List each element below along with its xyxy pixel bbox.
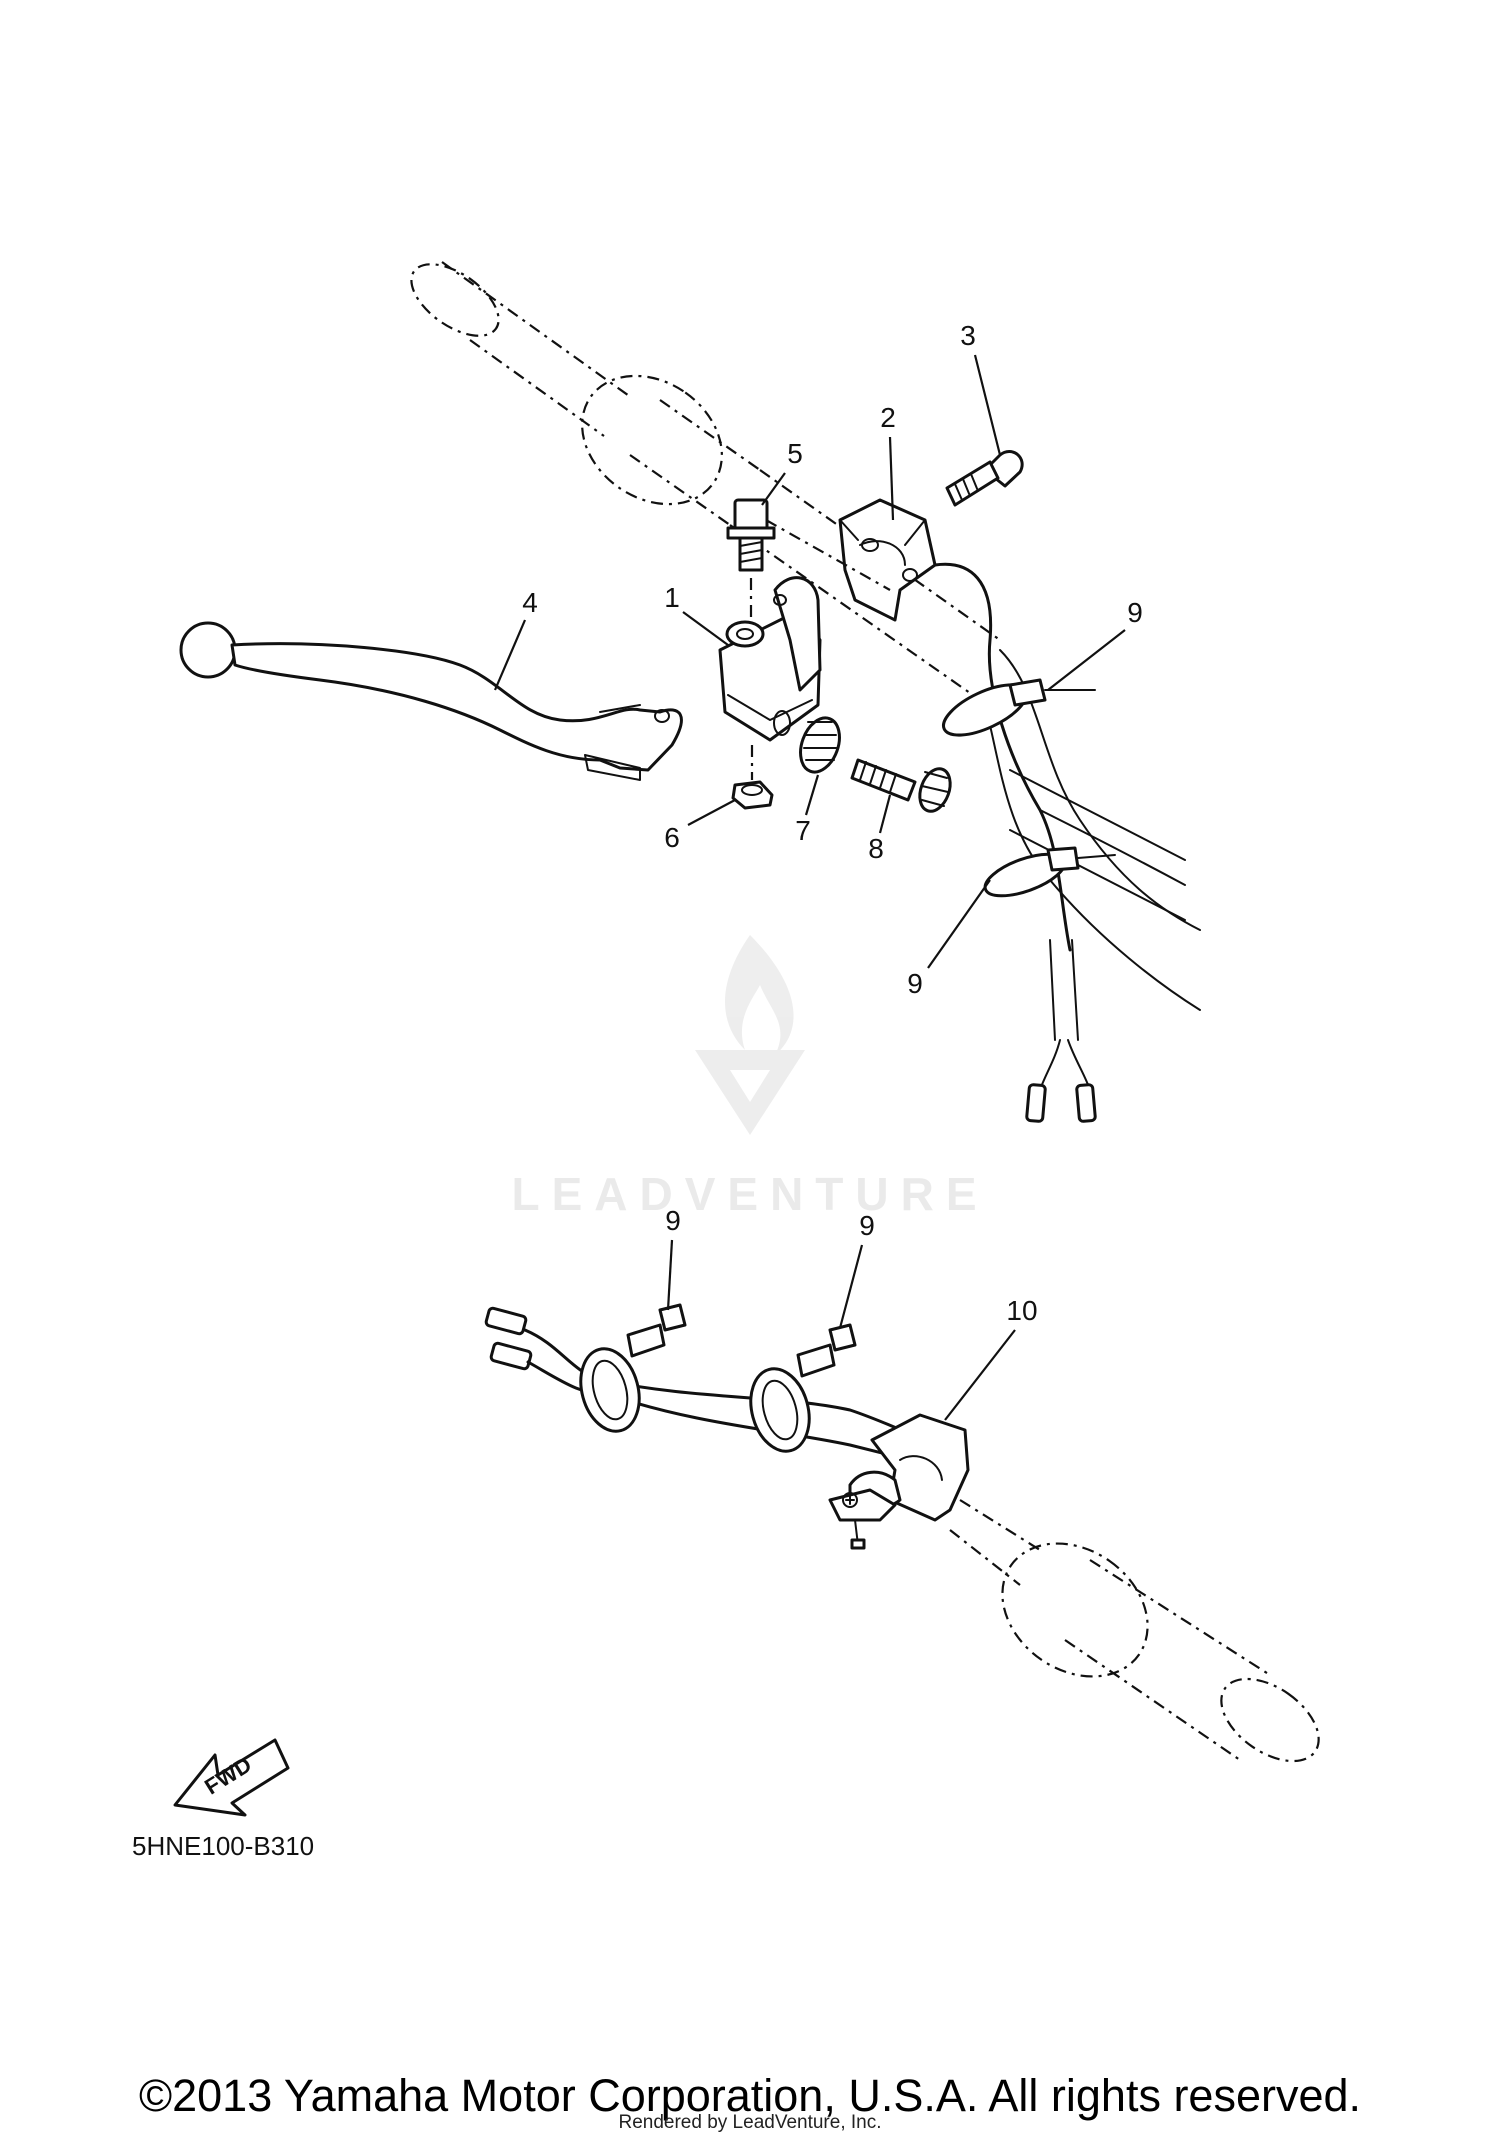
copyright-notice: ©2013 Yamaha Motor Corporation, U.S.A. A… bbox=[138, 2070, 1362, 2121]
callout-9-a: 9 bbox=[1047, 597, 1143, 691]
adjuster-bolt bbox=[850, 758, 952, 813]
cable-tie-upper-2 bbox=[983, 846, 1116, 898]
callout-label-6: 6 bbox=[664, 822, 680, 853]
diagram-code: 5HNE100-B310 bbox=[132, 1831, 315, 1861]
leadventure-watermark: LEADVENTURE bbox=[511, 935, 988, 1220]
callout-label-8: 8 bbox=[868, 833, 884, 864]
perch-clamp bbox=[718, 576, 822, 742]
callout-9-b: 9 bbox=[907, 879, 991, 999]
callout-9-d: 9 bbox=[838, 1210, 875, 1329]
adjuster-wheel bbox=[799, 716, 841, 774]
cable-tie-lower-1 bbox=[579, 1303, 687, 1433]
cable-tie-lower-2 bbox=[749, 1323, 857, 1453]
callout-4: 4 bbox=[493, 587, 538, 691]
rendered-by-credit: Rendered by LeadVenture, Inc. bbox=[618, 2112, 882, 2133]
callout-label-9-a: 9 bbox=[1127, 597, 1143, 628]
brake-lever bbox=[179, 621, 683, 781]
pivot-bolt bbox=[726, 498, 776, 572]
callout-9-c: 9 bbox=[665, 1205, 681, 1311]
callout-3: 3 bbox=[960, 320, 1002, 456]
callout-10: 10 bbox=[944, 1295, 1038, 1421]
kill-switch bbox=[828, 1413, 970, 1550]
lower-grip bbox=[949, 1499, 1320, 1763]
callout-label-10: 10 bbox=[1006, 1295, 1037, 1326]
watermark-text: LEADVENTURE bbox=[511, 1168, 988, 1220]
clamp-cap bbox=[838, 498, 937, 622]
clamp-bolt bbox=[945, 449, 1024, 507]
callout-label-2: 2 bbox=[880, 402, 896, 433]
cable-tie-upper-1 bbox=[942, 678, 1096, 737]
callout-5: 5 bbox=[761, 438, 803, 506]
callout-8: 8 bbox=[868, 794, 892, 864]
callout-label-9-d: 9 bbox=[859, 1210, 875, 1241]
upper-grip bbox=[410, 261, 1001, 701]
callout-label-9-b: 9 bbox=[907, 968, 923, 999]
callout-label-3: 3 bbox=[960, 320, 976, 351]
callout-label-7: 7 bbox=[795, 815, 811, 846]
callout-label-4: 4 bbox=[522, 587, 538, 618]
pivot-nut bbox=[731, 780, 774, 810]
callout-label-9-c: 9 bbox=[665, 1205, 681, 1236]
fwd-arrow-icon: FWD bbox=[173, 1738, 290, 1817]
callout-label-5: 5 bbox=[787, 438, 803, 469]
callout-7: 7 bbox=[795, 774, 820, 846]
lower-harness bbox=[484, 1306, 927, 1462]
switch-cable bbox=[933, 562, 1097, 1123]
callout-6: 6 bbox=[664, 799, 736, 853]
callout-label-1: 1 bbox=[664, 582, 680, 613]
callout-2: 2 bbox=[880, 402, 896, 521]
callout-1: 1 bbox=[664, 582, 729, 646]
